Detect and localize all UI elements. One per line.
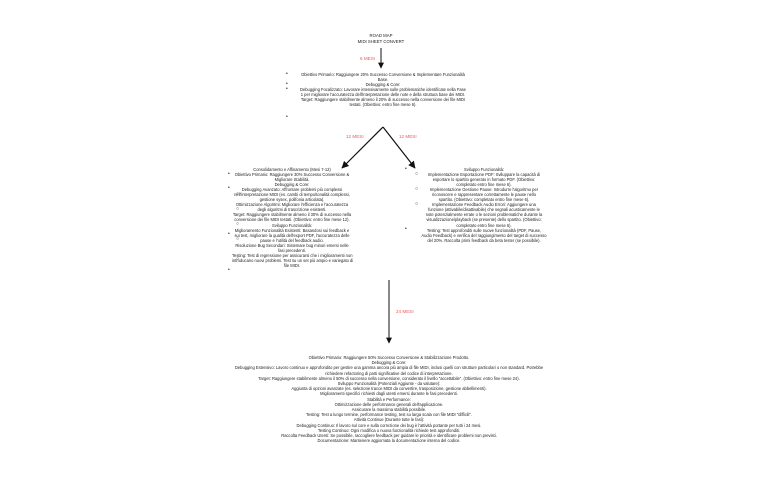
phase2-left-line: Testing: Test di regressione per assicur… [232,252,353,258]
bullet-dot: • [405,166,407,172]
phase2-right-line: del 20%. Raccolta primi feedback da beta… [427,237,541,243]
edge-label-12-mesi-right: 12 MESI [399,134,417,139]
edge-label-24-mesi: 24 MESI [396,309,414,314]
phase3-line: Target: Raggiungere stabilmente almeno i… [258,375,520,381]
bullet-dot: ○ [415,186,419,192]
bullet-dot: • [286,86,288,92]
phase2-right-line: note potenzialmente errate o le sezioni … [425,212,543,218]
phase2-left-line: sui test, migliorare la qualità dell'exp… [234,232,350,238]
bullet-dot: • [405,226,407,232]
phase3-line: Attività Continue (Durante tutte le fasi… [353,417,425,423]
phase1-line: 1 per migliorare l'accuratezza dell'inte… [300,92,466,98]
phase3-line: Aggiunta di opzioni avanzate (es. selezi… [291,386,487,392]
phase2-right-line: visualizzazione/playback (se presente) d… [426,217,542,223]
phase2-left-line: introducano nuovi problemi. Test su un s… [232,257,354,263]
phase1-line: testati. (Obiettivo: entro fine mese 6). [349,102,417,108]
bullet-dot: ○ [415,201,419,207]
phase2-left-line: Sviluppo Funzionalità: [271,222,313,228]
edge-label-12-mesi-left: 12 MESI [346,134,364,139]
bullet-dot: ○ [236,236,240,242]
phase1-node: Obiettivo Primario: Raggiungere 20% Succ… [281,72,485,107]
phase1-line: Debugging Focalizzato: Lavorare intensiv… [300,87,466,93]
phase2-right-line: spartito. (Obiettivo: completato entro f… [438,197,530,203]
phase2-left-line: Miglioramento Funzionalità Esistenti: Ba… [234,227,350,233]
phase3-line: Sviluppo Funzionalità (Potenziali Aggiun… [337,381,441,387]
phase2-right-line: Implementazione Esportazione PDF: Svilup… [427,172,541,178]
phase2-left-line: fasi precedenti. [278,247,306,253]
bullet-dot: • [228,267,230,273]
phase1-line: Obiettivo Primario: Raggiungere 20% Succ… [301,72,465,77]
phase3-node: Obiettivo Primario: Raggiungere 50% Succ… [194,355,584,443]
phase2-left-line: Ottimizzazione Algoritmi: Migliorare l'e… [235,202,349,208]
phase2-right-line: Sviluppo Funzionalità: [463,167,505,172]
bullet-dot: • [228,231,230,237]
bullet-dot: ○ [236,221,240,227]
edge-label-6-mesi: 6 MESI [360,56,376,61]
phase3-line: Testing: Test a lungo termine, performan… [306,412,472,418]
phase2-left-line: Obiettivo Primario: Raggiungere 30% Succ… [234,172,350,178]
phase2-left-node: Consolidamento e Affinamento (Mesi 7-12)… [232,167,354,268]
bullet-dot: • [228,185,230,191]
phase2-left-line: Debugging Avanzato: Affrontare problemi … [241,187,343,193]
phase2-left-line: gestione sysex, polifonia articolata). [259,197,325,203]
bullet-dot: • [286,114,288,120]
phase3-line: Testing Continuo: Ogni modifica o nuova … [317,427,461,433]
phase3-line: Debugging Estensivo: Lavoro continuo e a… [234,365,544,371]
bullet-dot: • [286,81,288,87]
phase2-right-line: riconoscere e rappresentare correttament… [432,192,536,198]
phase3-line: Debugging & Core: [371,360,407,366]
phase3-line: Assicurare la massima stabilità possibil… [351,407,427,413]
phase3-line: Obiettivo Primario: Raggiungere 50% Succ… [308,355,470,360]
phase1-line: Base. [377,77,389,83]
phase2-right-line: funzione (attivabile/disattivabile) che … [428,207,540,213]
phase3-line: Miglioramenti specifici richiesti dagli … [320,391,458,397]
bullet-dot: ○ [236,191,240,197]
phase2-left-line: conversione dei file MIDI testati. (Obie… [234,217,350,223]
phase2-left-line: Risoluzione Bug Secondari: Sistemare bug… [235,242,349,248]
phase2-left-line: file MIDI. [283,262,301,268]
phase2-right-line: Testing: Test approfonditi sulle nuove f… [426,227,542,233]
phase1-line: Target: Raggiungere stabilmente almeno i… [300,97,466,103]
phase2-left-line: Consolidamento e Affinamento (Mesi 7-12) [253,167,331,172]
phase3-line: richiedere refactoring di parti signific… [325,370,453,376]
phase2-right-line: completato entro fine mese 6). [456,222,512,228]
phase2-left-line: Migliorare Stabilità. [274,177,310,183]
phase3-line: Ottimizzazione delle performance general… [334,401,444,407]
arrow-phase1-to-right [382,126,416,169]
phase2-right-node: Sviluppo Funzionalità: Implementazione E… [411,167,557,243]
phase3-line: Stabilità e Performance: [367,396,411,402]
phase2-left-line: Debugging & Core: [274,182,310,188]
phase2-left-line: Target: Raggiungere stabilmente almeno i… [232,212,352,218]
bullet-dot: • [286,71,288,77]
bullet-dot: • [228,171,230,177]
roadmap-title: ROAD MAP MIDI SHEET CONVERT [331,33,431,44]
phase2-right-line: completato entro fine mese 6). [456,182,512,188]
phase1-line: Debugging & Core: [365,82,401,88]
phase2-left-line: degli algoritmi di trascrizione esistent… [257,207,327,213]
bullet-dot: ○ [236,256,240,262]
phase2-right-line: Audio Feedback) e verifica del raggiungi… [421,232,547,238]
phase2-right-line: esportare lo spartito generato in format… [432,177,536,183]
phase3-line: Debugging Continuo: Il lavoro sul core e… [296,422,482,428]
bullet-dot: ○ [415,171,419,177]
bullet-dot: ○ [236,206,240,212]
title-line-2: MIDI SHEET CONVERT [357,38,405,44]
arrow-phase1-to-left [341,126,384,169]
phase2-right-line: Implementazione Gestione Pause: Introdur… [429,187,539,193]
phase2-left-line: pause e l'utilità del feedback audio. [260,237,324,243]
phase2-left-line: nell'interpretazione MIDI (es. cambi di … [234,192,350,198]
phase3-line: Raccolta Feedback Utenti: Se possibile, … [281,433,497,439]
title-line-1: ROAD MAP [369,33,393,38]
phase3-line: Documentazione: Mantenere aggiornata la … [317,438,461,444]
phase2-right-line: Implementazione Feedback Audio Errori: A… [432,202,536,208]
